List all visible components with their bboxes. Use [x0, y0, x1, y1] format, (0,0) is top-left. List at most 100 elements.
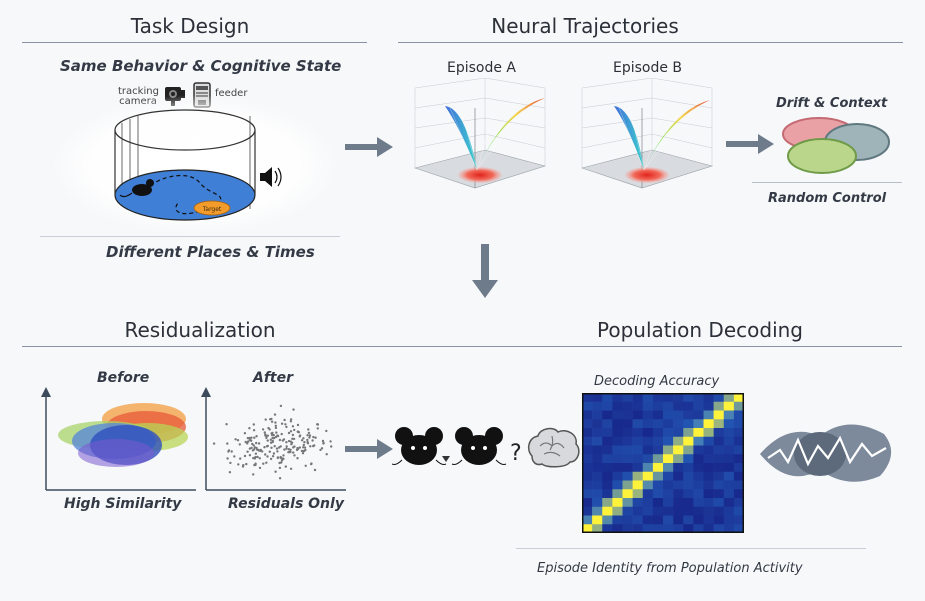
- heatmap-cell: [713, 454, 725, 464]
- heatmap-cell: [673, 419, 684, 429]
- scatter-point: [280, 459, 284, 462]
- task-subtitle: Same Behavior & Cognitive State: [60, 57, 342, 75]
- heatmap-cell: [693, 463, 704, 473]
- scatter-point: [271, 455, 275, 458]
- heatmap-cell: [582, 515, 593, 525]
- heatmap-cell: [632, 428, 644, 438]
- heatmap-cell: [622, 506, 633, 516]
- scatter-point: [325, 429, 328, 433]
- scatter-point: [287, 451, 290, 454]
- heatmap-cell: [612, 498, 623, 508]
- heatmap-cell: [582, 498, 593, 508]
- scatter-point: [289, 450, 292, 454]
- scatter-point: [265, 461, 268, 464]
- scatter-point: [311, 439, 314, 442]
- heatmap-cell: [622, 436, 633, 446]
- heatmap-cell: [673, 463, 684, 473]
- heatmap-cell: [622, 524, 633, 533]
- heatmap-cell: [602, 393, 613, 403]
- heatmap-cell: [592, 498, 603, 508]
- scatter-point: [276, 434, 280, 438]
- scatter-point: [302, 443, 305, 447]
- heatmap-cell: [673, 489, 684, 499]
- divider-bottom: [22, 346, 902, 347]
- heatmap-cell: [673, 436, 684, 446]
- heatmap-cell: [632, 454, 644, 464]
- scatter-point: [320, 447, 324, 450]
- heatmap-cell: [663, 506, 674, 516]
- scatter-point: [269, 441, 273, 444]
- question-mark-icon: ?: [510, 441, 522, 466]
- scatter-point: [289, 420, 293, 423]
- heatmap-cell: [733, 445, 744, 455]
- heatmap-cell: [612, 471, 623, 481]
- scatter-point: [249, 438, 252, 442]
- section-title-task-design: Task Design: [130, 14, 250, 38]
- speaker-icon: [260, 167, 282, 187]
- scatter-point: [255, 441, 258, 445]
- heatmap-cell: [683, 401, 694, 411]
- scatter-point: [329, 440, 332, 443]
- heatmap-cell: [622, 454, 633, 464]
- scatter-point: [274, 424, 277, 427]
- heatmap-cell: [612, 515, 623, 525]
- decoding-accuracy-title: Decoding Accuracy: [594, 374, 720, 389]
- heatmap-cell: [592, 401, 603, 411]
- heatmap-cell: [673, 471, 684, 481]
- scatter-point: [234, 438, 237, 441]
- heatmap-cell: [612, 393, 623, 403]
- heatmap-cell: [602, 498, 613, 508]
- heatmap-cell: [683, 445, 694, 455]
- scatter-point: [280, 432, 283, 436]
- mouse-icon: [119, 179, 154, 198]
- heatmap-cell: [652, 489, 664, 499]
- heatmap-cell: [612, 401, 623, 411]
- random-control-label: Random Control: [768, 191, 887, 206]
- heatmap-cell: [683, 419, 694, 429]
- scatter-point: [267, 426, 270, 430]
- heatmap-cell: [582, 401, 593, 411]
- scatter-point: [292, 437, 296, 441]
- section-title-neural-trajectories: Neural Trajectories: [491, 14, 679, 38]
- scatter-point: [238, 443, 241, 446]
- scatter-point: [276, 456, 279, 460]
- heatmap-cell: [642, 524, 654, 533]
- heatmap-cell: [592, 515, 603, 525]
- heatmap-cell: [592, 419, 603, 429]
- heatmap-cell: [713, 436, 725, 446]
- scatter-point: [284, 423, 287, 426]
- heatmap-cell: [673, 401, 684, 411]
- heatmap-cell: [622, 419, 633, 429]
- heatmap-cell: [592, 393, 603, 403]
- scatter-point: [289, 430, 293, 433]
- trajectory-plot-b: [580, 78, 714, 189]
- heatmap-cell: [622, 428, 633, 438]
- heatmap-cell: [683, 471, 694, 481]
- scatter-point: [264, 434, 267, 437]
- heatmap-cell: [733, 515, 744, 525]
- scatter-point: [265, 445, 269, 448]
- scatter-point: [246, 442, 249, 445]
- heatmap-cell: [733, 498, 744, 508]
- scatter-point: [278, 461, 281, 465]
- scatter-point: [279, 456, 282, 459]
- heatmap-cell: [663, 445, 674, 455]
- heatmap-cell: [612, 463, 623, 473]
- task-underline: [40, 236, 340, 237]
- scatter-point: [303, 446, 307, 449]
- scatter-point: [227, 450, 230, 453]
- heatmap-cell: [663, 489, 674, 499]
- heatmap-cell: [723, 506, 735, 516]
- heatmap-cell: [663, 410, 674, 420]
- heatmap-cell: [733, 436, 744, 446]
- heatmap-cell: [652, 471, 664, 481]
- scatter-point: [255, 435, 258, 438]
- arrow-right-3: [345, 437, 395, 465]
- heatmap-cell: [632, 445, 644, 455]
- heatmap-cell: [632, 410, 644, 420]
- heatmap-cell: [703, 410, 714, 420]
- scatter-point: [275, 431, 278, 434]
- scatter-point: [262, 462, 265, 465]
- heatmap-cell: [642, 480, 654, 490]
- scatter-point: [287, 431, 291, 435]
